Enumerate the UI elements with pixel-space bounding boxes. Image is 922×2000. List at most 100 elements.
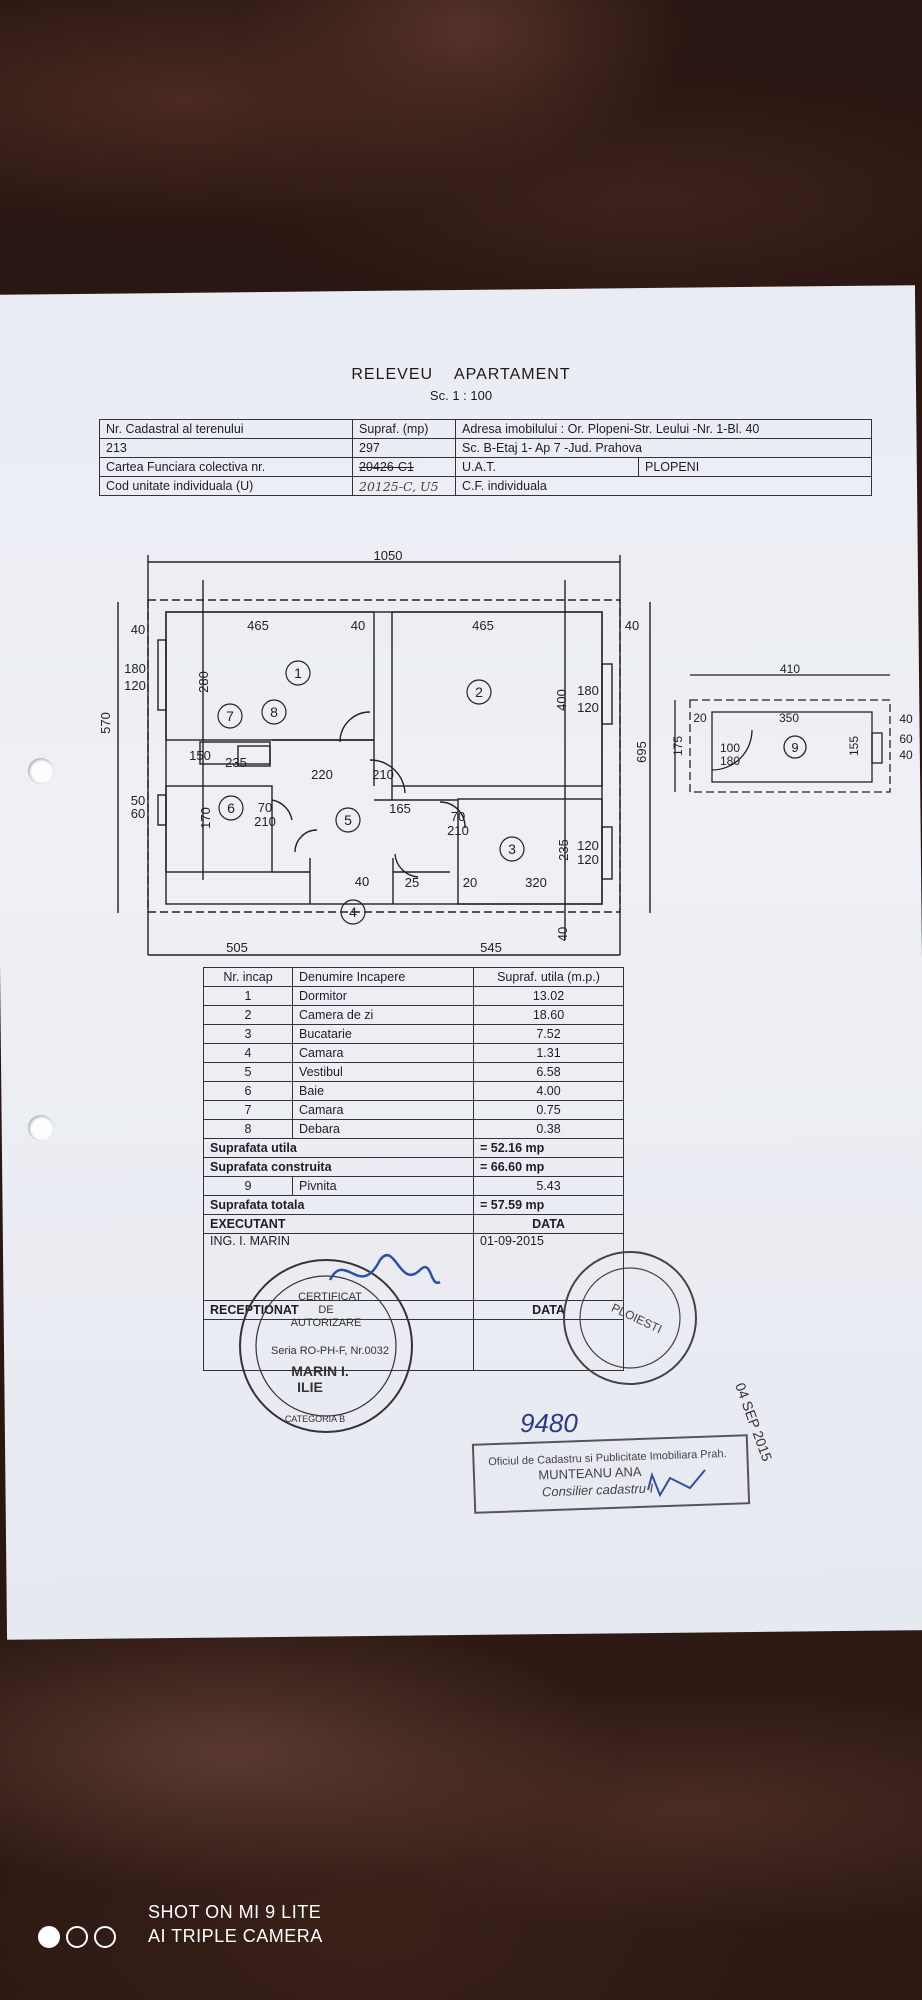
plan-dim: 40 (351, 618, 365, 633)
plan-dim: 210 (372, 767, 394, 782)
plan-dim: 695 (634, 741, 649, 763)
plan-dim: 25 (405, 875, 419, 890)
table-row: Suprafata construita = 66.60 mp (203, 1157, 624, 1177)
cellar-dim: 155 (847, 736, 861, 756)
cellar-dim: 410 (780, 662, 800, 676)
constr-value: = 66.60 mp (473, 1157, 624, 1177)
punch-hole (28, 1115, 54, 1141)
plan-dim: 465 (472, 618, 494, 633)
plan-dim: 1050 (374, 548, 403, 563)
table-row: Suprafata utila = 52.16 mp (203, 1138, 624, 1158)
constr-label: Suprafata construita (203, 1157, 474, 1177)
camera-lens-icon (38, 1926, 122, 1953)
table-row: Suprafata totala = 57.59 mp (203, 1195, 624, 1215)
punch-hole (28, 758, 54, 784)
cellar-dim: 100 (720, 741, 740, 755)
room-marker (261, 699, 287, 725)
plan-dim: 235 (225, 755, 247, 770)
cellar-number: 9 (791, 740, 798, 755)
plan-dim: 120 (577, 700, 599, 715)
plan-dim: 150 (189, 748, 211, 763)
rooms-table: Nr. incap Denumire Incapere Supraf. util… (203, 967, 624, 1371)
document-title: RELEVEU APARTAMENT (351, 366, 571, 383)
plan-dim: 165 (389, 801, 411, 816)
col-header: Nr. incap (203, 967, 293, 987)
document-scale: Sc. 1 : 100 (429, 388, 493, 403)
room-number: 7 (226, 708, 234, 724)
plan-dim: 235 (556, 839, 571, 861)
background-fabric-top (0, 0, 922, 330)
room-number: 8 (270, 704, 278, 720)
plan-dim: 210 (254, 814, 276, 829)
plan-dim: 400 (554, 689, 569, 711)
total-label: Suprafata totala (203, 1195, 474, 1215)
util-value: = 52.16 mp (473, 1138, 624, 1158)
room-number: 6 (227, 800, 235, 816)
total-value: = 57.59 mp (473, 1195, 624, 1215)
background-fabric-bottom (0, 1620, 922, 2000)
room-marker (340, 899, 366, 925)
room-marker (285, 660, 311, 686)
camera-line1: SHOT ON MI 9 LITE (148, 1902, 322, 1922)
plan-dim: 545 (480, 940, 502, 955)
data-label: DATA (473, 1214, 624, 1234)
cellar-dim: 60 (899, 732, 913, 746)
plan-dim: 20 (463, 875, 477, 890)
unit-code-label: Cod unitate individuala (U) (99, 476, 353, 496)
executant-date: 01-09-2015 (473, 1233, 624, 1301)
cellar-dim: 175 (671, 736, 685, 756)
plan-dim: 50 (131, 793, 145, 808)
plan-dim: 210 (447, 823, 469, 838)
cellar-dim: 180 (720, 754, 740, 768)
executant-label: EXECUTANT (203, 1214, 474, 1234)
executant-name: ING. I. MARIN (203, 1233, 474, 1301)
header-table: Nr. Cadastral al terenului Supraf. (mp) … (99, 419, 872, 496)
cf-individual-label: C.F. individuala (455, 476, 872, 496)
plan-dim: 180 (577, 683, 599, 698)
room-number: 3 (508, 841, 516, 857)
room-number: 5 (344, 812, 352, 828)
area-label: Supraf. (mp) (352, 419, 456, 439)
plan-dim: 465 (247, 618, 269, 633)
room-marker (218, 795, 244, 821)
room-marker (335, 807, 361, 833)
col-header: Denumire Incapere (292, 967, 474, 987)
plan-dim: 70 (258, 800, 272, 815)
unit-code-handwritten: 20125-C, U5 (352, 476, 456, 496)
room-marker (217, 703, 243, 729)
plan-dim: 220 (311, 767, 333, 782)
table-row: EXECUTANT DATA (203, 1214, 624, 1234)
receptionat-label: RECEPTIONAT (203, 1300, 474, 1320)
cellar-dim: 350 (779, 711, 799, 725)
camera-watermark: SHOT ON MI 9 LITE AI TRIPLE CAMERA (148, 1900, 323, 1948)
plan-dim: 60 (131, 806, 145, 821)
room-marker (499, 836, 525, 862)
plan-dim: 70 (451, 809, 465, 824)
plan-dim: 120 (124, 678, 146, 693)
room-number: 4 (349, 904, 357, 920)
room-number: 2 (475, 684, 483, 700)
plan-dim: 40 (625, 618, 639, 633)
plan-dim: 40 (555, 927, 570, 941)
camera-line2: AI TRIPLE CAMERA (148, 1926, 323, 1946)
col-header: Supraf. utila (m.p.) (473, 967, 624, 987)
cf-label: Cartea Funciara colectiva nr. (99, 457, 353, 477)
plan-dim: 180 (124, 661, 146, 676)
plan-dim: 280 (196, 671, 211, 693)
address-line2: Sc. B-Etaj 1- Ap 7 -Jud. Prahova (455, 438, 872, 458)
cellar-plan (674, 674, 891, 793)
plan-dim: 40 (131, 622, 145, 637)
cellar-dim: 40 (899, 712, 913, 726)
plan-dim: 120 (577, 838, 599, 853)
plan-dim: 40 (355, 874, 369, 889)
plan-dim: 320 (525, 875, 547, 890)
